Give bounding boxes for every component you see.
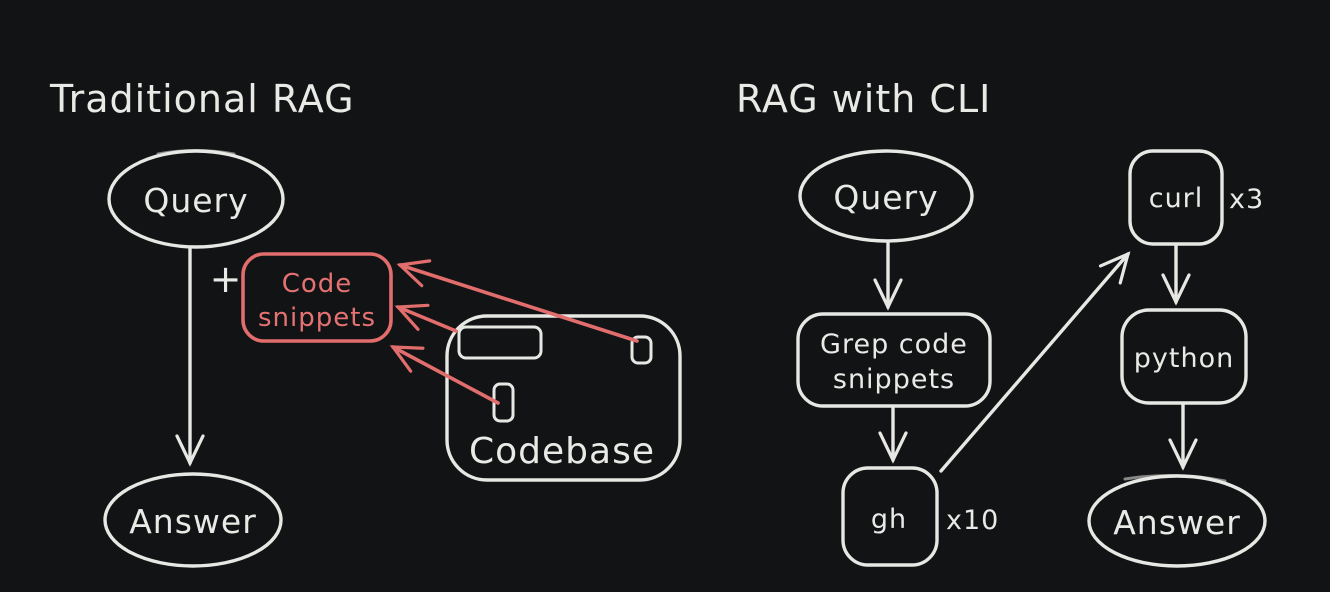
retrieval-arrow-1 xyxy=(396,259,639,343)
answer-ellipse-sketch-stroke xyxy=(1123,473,1227,483)
code-snippets-label-line2: snippets xyxy=(258,303,376,333)
traditional-rag-diagram: Traditional RAG Query + Code snippets Co… xyxy=(49,77,682,568)
query-ellipse-right xyxy=(798,149,974,243)
gh-label: gh xyxy=(871,504,907,535)
query-label-right: Query xyxy=(833,178,938,217)
answer-label-right: Answer xyxy=(1113,503,1241,542)
grep-label-line2: snippets xyxy=(833,364,955,395)
traditional-rag-title: Traditional RAG xyxy=(49,77,355,121)
query-label: Query xyxy=(143,181,248,220)
answer-ellipse xyxy=(103,472,283,568)
codebase-file-wide xyxy=(457,325,543,360)
curl-label: curl xyxy=(1149,183,1204,214)
codebase-label: Codebase xyxy=(469,431,655,472)
gh-box xyxy=(841,466,939,567)
curl-multiplier: x3 xyxy=(1229,184,1264,215)
grep-label-line1: Grep code xyxy=(820,329,968,360)
codebase-file-small-right xyxy=(630,335,653,365)
rag-with-cli-title: RAG with CLI xyxy=(736,77,991,121)
code-snippets-box xyxy=(241,252,393,343)
curl-box xyxy=(1128,149,1224,246)
rag-with-cli-diagram: RAG with CLI Query Grep code snippets gh… xyxy=(736,77,1267,568)
python-box xyxy=(1120,308,1248,405)
gh-multiplier: x10 xyxy=(946,505,999,536)
retrieval-arrow-3 xyxy=(389,345,500,405)
python-label: python xyxy=(1134,343,1234,374)
retrieval-arrow-2 xyxy=(394,303,458,333)
gh-to-curl-arrow xyxy=(939,251,1131,473)
code-snippets-label-line1: Code xyxy=(282,269,353,299)
answer-label: Answer xyxy=(129,502,257,541)
plus-sign: + xyxy=(210,257,243,301)
query-ellipse-sketch-stroke xyxy=(156,149,236,156)
